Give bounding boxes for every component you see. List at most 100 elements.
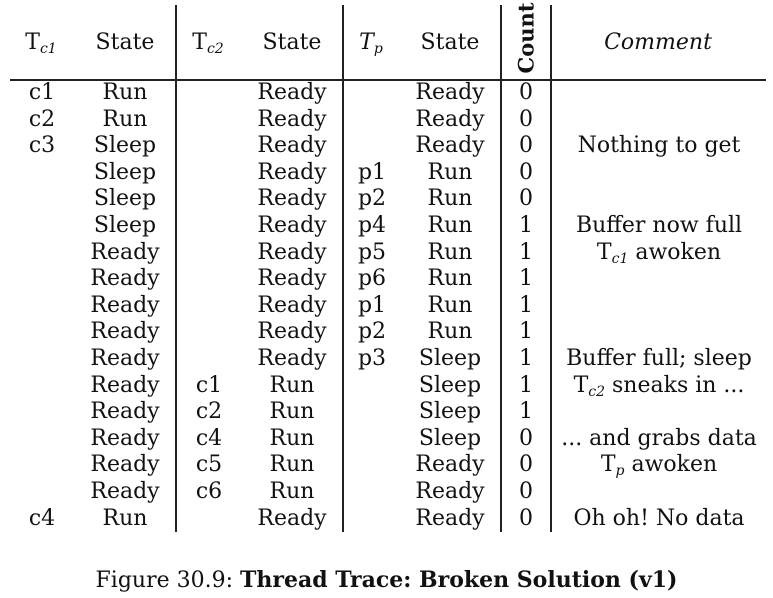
cell-comment: Tc2 sneaks in ... <box>574 373 745 399</box>
cell-tc1: c2 <box>28 106 56 132</box>
cell-state-1: Ready <box>90 372 160 398</box>
divider-after-tc2-state <box>342 5 344 532</box>
cell-state-2: Run <box>269 372 315 398</box>
cell-tp: p1 <box>357 292 387 318</box>
cell-count: 0 <box>519 159 533 185</box>
figure-caption: Figure 30.9: Thread Trace: Broken Soluti… <box>0 567 773 594</box>
cell-comment-sub: p <box>615 463 625 480</box>
cell-state-2: Ready <box>257 292 327 318</box>
cell-count: 1 <box>519 372 533 398</box>
cell-state-3: Sleep <box>418 346 482 371</box>
header-tp-sub: p <box>373 41 383 57</box>
cell-tc1: c4 <box>28 505 56 531</box>
cell-state-3: Sleep <box>418 425 482 451</box>
cell-tc1: c1 <box>28 80 56 105</box>
cell-state-2: Ready <box>257 133 327 159</box>
cell-count: 1 <box>519 239 533 265</box>
cell-count: 0 <box>519 106 533 132</box>
cell-state-2: Ready <box>257 213 327 238</box>
cell-comment-sub: c1 <box>611 250 629 267</box>
cell-state-1: Ready <box>90 239 160 265</box>
cell-state-2: Ready <box>257 346 327 371</box>
cell-tc2: c6 <box>195 479 223 504</box>
cell-tc2: c1 <box>195 372 223 398</box>
cell-tp: p1 <box>357 159 387 185</box>
header-state-3: State <box>420 30 480 55</box>
cell-state-3: Ready <box>415 479 485 504</box>
cell-state-2: Ready <box>257 106 327 132</box>
cell-count: 0 <box>519 425 533 451</box>
cell-state-3: Ready <box>415 133 485 159</box>
header-rule <box>10 79 766 81</box>
cell-state-1: Ready <box>90 346 160 371</box>
cell-comment: Nothing to get <box>577 133 741 159</box>
cell-tc2: c5 <box>195 452 223 478</box>
cell-comment: Oh oh! No data <box>573 505 745 531</box>
cell-state-2: Run <box>269 425 315 451</box>
cell-count: 1 <box>519 213 533 238</box>
header-tp-base: T <box>359 30 374 55</box>
cell-state-2: Ready <box>257 186 327 212</box>
header-state-2: State <box>262 30 322 55</box>
header-state-1: State <box>95 30 155 55</box>
cell-count: 1 <box>519 346 533 371</box>
cell-state-1: Ready <box>90 425 160 451</box>
cell-count: 0 <box>519 133 533 159</box>
header-tc2-base: T <box>192 30 207 55</box>
cell-count: 1 <box>519 399 533 425</box>
cell-state-1: Ready <box>90 479 160 504</box>
cell-state-3: Run <box>427 266 473 292</box>
cell-tp: p4 <box>357 213 387 238</box>
cell-comment: Buffer now full <box>575 213 743 238</box>
cell-count: 0 <box>519 80 533 105</box>
cell-state-2: Ready <box>257 319 327 345</box>
cell-state-3: Ready <box>415 80 485 105</box>
cell-state-3: Sleep <box>418 372 482 398</box>
cell-state-3: Ready <box>415 106 485 132</box>
cell-comment-rest: awoken <box>624 452 718 478</box>
cell-comment: Buffer full; sleep <box>566 346 752 371</box>
cell-count: 1 <box>519 292 533 318</box>
cell-state-2: Run <box>269 452 315 478</box>
cell-state-1: Sleep <box>93 159 157 185</box>
cell-state-1: Run <box>102 505 148 531</box>
header-tc2: Tc2 <box>192 30 223 56</box>
header-tc2-sub: c2 <box>206 41 224 57</box>
header-tc1: Tc1 <box>25 30 56 56</box>
cell-comment-base: T <box>573 372 589 398</box>
cell-state-3: Run <box>427 213 473 238</box>
cell-state-1: Ready <box>90 399 160 425</box>
cell-tp: p3 <box>357 346 387 371</box>
cell-state-1: Run <box>102 106 148 132</box>
header-tc1-sub: c1 <box>39 41 57 57</box>
cell-state-2: Ready <box>257 159 327 185</box>
cell-state-3: Ready <box>415 505 485 531</box>
cell-state-1: Sleep <box>93 186 157 212</box>
cell-comment: Tc1 awoken <box>597 240 721 266</box>
cell-state-1: Sleep <box>93 213 157 238</box>
cell-comment: Tp awoken <box>601 452 717 478</box>
header-tc1-base: T <box>25 30 40 55</box>
cell-state-3: Run <box>427 239 473 265</box>
cell-tp: p6 <box>357 266 387 292</box>
cell-state-1: Sleep <box>93 133 157 159</box>
cell-state-3: Run <box>427 159 473 185</box>
cell-comment-rest: sneaks in ... <box>605 372 745 398</box>
cell-state-2: Run <box>269 399 315 425</box>
cell-count: 1 <box>519 266 533 292</box>
divider-after-count <box>550 5 552 532</box>
header-tp: Tp <box>359 30 383 56</box>
cell-comment-sub: c2 <box>588 383 606 400</box>
cell-tp: p5 <box>357 239 387 265</box>
cell-state-3: Run <box>427 292 473 318</box>
cell-state-1: Ready <box>90 266 160 292</box>
cell-state-1: Run <box>102 80 148 105</box>
cell-count: 0 <box>519 479 533 504</box>
cell-state-1: Ready <box>90 452 160 478</box>
cell-state-3: Sleep <box>418 399 482 425</box>
cell-comment-base: T <box>596 239 612 265</box>
cell-comment-base: T <box>600 452 616 478</box>
cell-state-1: Ready <box>90 292 160 318</box>
divider-before-count <box>500 5 502 532</box>
